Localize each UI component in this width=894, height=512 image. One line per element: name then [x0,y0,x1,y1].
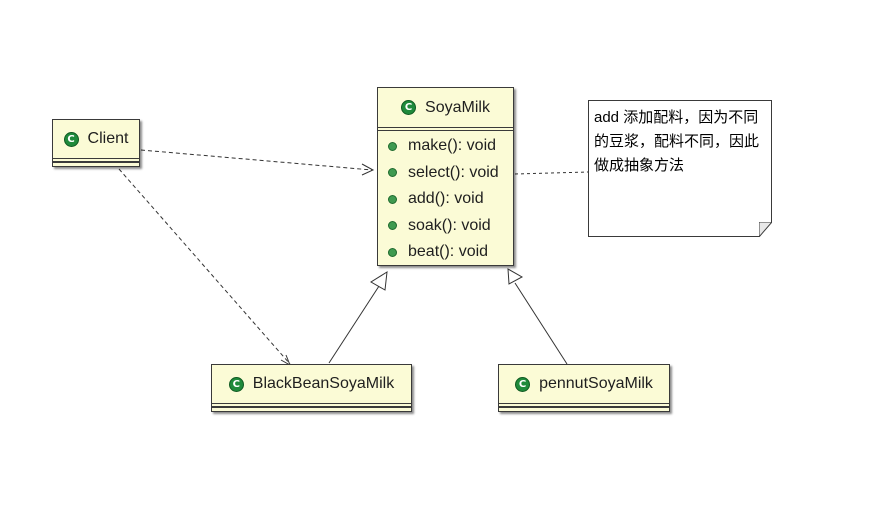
dependency-client-blackbean [118,168,291,365]
generalization-triangle-right [507,268,524,285]
class-icon: C [401,100,417,115]
operation-item: select(): void [378,160,513,187]
operation-item: add(): void [378,186,513,213]
class-pennut-header: C pennutSoyaMilk [499,365,669,403]
class-name: SoyaMilk [425,98,490,116]
class-soyamilk-header: C SoyaMilk [378,88,513,127]
compartment-divider [53,162,139,166]
class-soyamilk[interactable]: C SoyaMilk make(): void select(): void a… [377,87,514,266]
dependency-client-soyamilk [140,149,373,171]
class-name: BlackBeanSoyaMilk [252,375,395,392]
operation-label: select(): void [408,163,499,181]
operation-item: soak(): void [378,213,513,240]
compartment-divider [53,158,139,162]
class-pennutsoyamilk[interactable]: C pennutSoyaMilk [498,364,670,412]
generalization-blackbean-soyamilk [328,282,382,364]
class-client-header: C Client [53,120,139,158]
operation-list: make(): void select(): void add(): void … [378,131,513,266]
note-text: add 添加配料，因为不同的豆浆，配料不同，因此做成抽象方法 [594,109,760,174]
public-operation-icon [388,194,397,204]
compartment-divider [499,407,669,411]
note-fold-corner [759,222,772,237]
public-operation-icon [388,247,397,257]
note-box[interactable] [588,100,772,237]
operation-label: soak(): void [408,216,491,234]
public-operation-icon [388,141,397,151]
public-operation-icon [388,168,397,178]
operation-item: make(): void [378,133,513,160]
compartment-divider [499,403,669,407]
class-icon: C [515,376,531,392]
generalization-triangle-left [370,271,388,291]
class-name: Client [87,130,129,147]
note-link-line [514,171,589,175]
class-blackbean-header: C BlackBeanSoyaMilk [212,365,411,403]
public-operation-icon [388,221,397,231]
operation-label: make(): void [408,137,497,155]
class-icon: C [228,376,244,392]
compartment-divider [212,403,411,407]
class-blackbeansoyamilk[interactable]: C BlackBeanSoyaMilk [211,364,412,412]
generalization-pennut-soyamilk [514,282,568,365]
operation-label: beat(): void [408,243,489,261]
class-name: pennutSoyaMilk [539,375,653,392]
class-client[interactable]: C Client [52,119,140,167]
operation-item: beat(): void [378,239,513,266]
compartment-divider [212,407,411,411]
operation-label: add(): void [408,190,484,208]
class-icon: C [63,131,79,147]
dependency-arrowhead-soyamilk [361,163,375,176]
compartment-divider [378,127,513,131]
